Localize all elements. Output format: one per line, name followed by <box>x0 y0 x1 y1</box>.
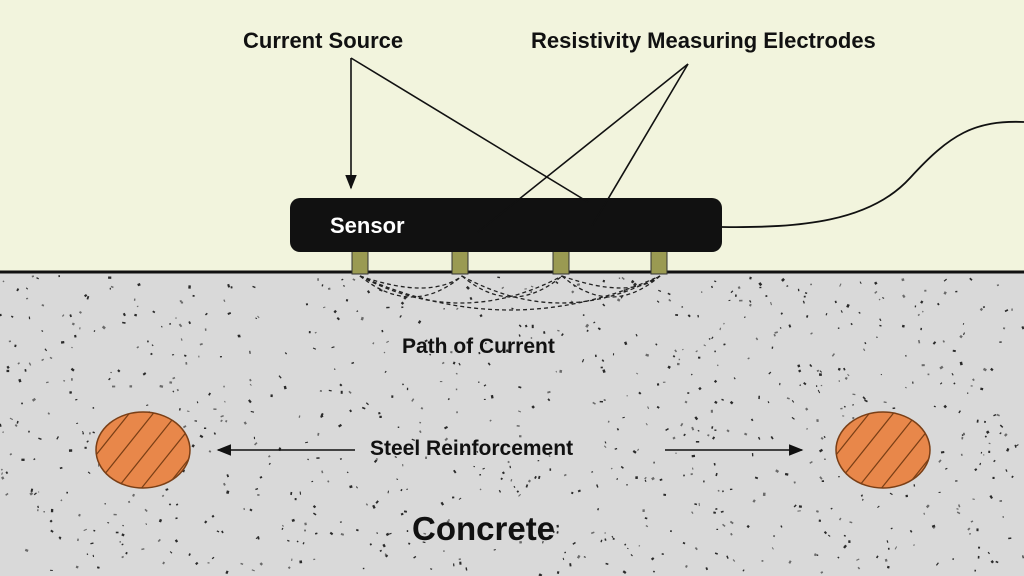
path-of-current-label: Path of Current <box>402 335 555 358</box>
concrete-aggregate-speckles <box>0 275 1024 576</box>
electrode-pointers <box>477 63 689 233</box>
electrodes-label: Resistivity Measuring Electrodes <box>531 28 876 53</box>
sensor-body <box>290 198 722 252</box>
sensor-cable <box>721 120 1024 228</box>
electrode-4 <box>650 249 668 275</box>
electrode-2 <box>451 249 469 275</box>
electrode-1 <box>351 249 369 275</box>
concrete-label: Concrete <box>412 510 556 547</box>
steel-reinforcement-label: Steel Reinforcement <box>370 437 574 460</box>
current-source-label: Current Source <box>243 28 404 53</box>
current-path-arcs <box>359 275 661 311</box>
electrode-3 <box>552 249 570 275</box>
sensor-label: Sensor <box>330 213 405 238</box>
current-source-pointers <box>345 57 589 203</box>
